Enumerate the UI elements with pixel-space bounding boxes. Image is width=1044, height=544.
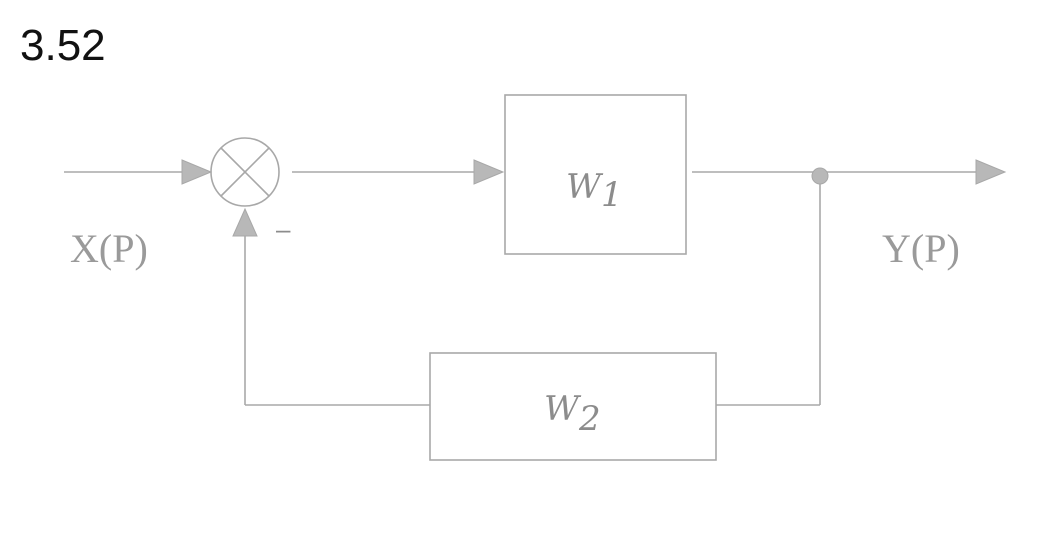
w2-block [429, 352, 717, 461]
branch-point [811, 167, 829, 185]
w1-block [504, 94, 687, 255]
output-label: Y(P) [882, 226, 960, 271]
w1-label-main: W [566, 167, 604, 207]
figure-number: 3.52 [20, 21, 106, 70]
feedback-arrow [232, 207, 258, 237]
input-label: X(P) [70, 226, 148, 271]
summing-cross-b [220, 147, 270, 197]
w2-label-main: W [544, 389, 582, 429]
feedback-sign: – [276, 214, 291, 244]
w1-input-arrow [473, 159, 505, 185]
w2-label: W2 [544, 389, 601, 439]
input-arrow [181, 159, 213, 185]
output-arrow [975, 159, 1007, 185]
w1-label: W1 [566, 167, 623, 215]
w1-label-sub: 1 [601, 175, 623, 215]
w2-label-sub: 2 [578, 399, 601, 439]
